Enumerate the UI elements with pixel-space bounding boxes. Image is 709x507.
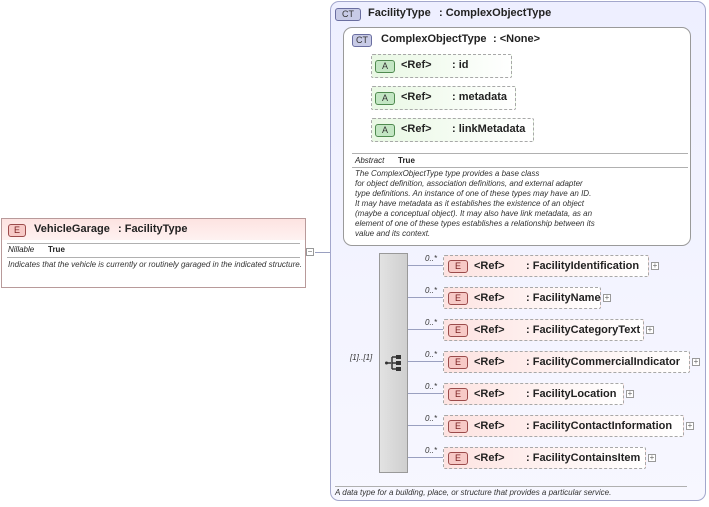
- connector-sequence-child: [408, 393, 443, 394]
- sequence-element[interactable]: E <Ref> : FacilityContainsItem: [443, 447, 646, 469]
- element-badge-icon: E: [448, 356, 468, 369]
- sequence-icon: [385, 355, 401, 371]
- doc-line: type definitions. An instance of one of …: [355, 189, 592, 198]
- abstract-label: Abstract: [355, 156, 385, 165]
- root-element-doc: Indicates that the vehicle is currently …: [8, 260, 302, 269]
- element-name: : FacilityContainsItem: [526, 452, 641, 464]
- attribute-linkmetadata[interactable]: A <Ref> : linkMetadata: [371, 118, 534, 142]
- element-badge-icon: E: [8, 224, 26, 237]
- element-badge-icon: E: [448, 388, 468, 401]
- element-name: : FacilityCategoryText: [526, 324, 641, 336]
- attribute-ref: <Ref>: [401, 59, 432, 71]
- sequence-element[interactable]: E <Ref> : FacilityLocation: [443, 383, 624, 405]
- element-ref: <Ref>: [474, 292, 505, 304]
- base-type-type: : <None>: [493, 33, 541, 45]
- root-element-name: VehicleGarage: [34, 223, 110, 235]
- nillable-value: True: [48, 245, 65, 254]
- expand-plus-icon[interactable]: +: [648, 453, 656, 462]
- connector-sequence-child: [408, 425, 443, 426]
- sequence-element[interactable]: E <Ref> : FacilityIdentification: [443, 255, 649, 277]
- element-ref: <Ref>: [474, 388, 505, 400]
- attribute-ref: <Ref>: [401, 91, 432, 103]
- sequence-element[interactable]: E <Ref> : FacilityCategoryText: [443, 319, 644, 341]
- expand-plus-icon[interactable]: +: [651, 261, 659, 270]
- element-occurrence: 0..*: [425, 318, 438, 327]
- complex-type-doc: A data type for a building, place, or st…: [335, 488, 612, 497]
- doc-line: (maybe a conceptual object). It may also…: [355, 209, 593, 218]
- expand-plus-icon[interactable]: +: [686, 421, 694, 430]
- collapse-icon[interactable]: −: [306, 247, 314, 256]
- connector-sequence-child: [408, 297, 443, 298]
- sequence-element[interactable]: E <Ref> : FacilityContactInformation: [443, 415, 684, 437]
- doc-line: element of one of these types establishe…: [355, 219, 595, 228]
- attribute-badge-icon: A: [375, 92, 395, 105]
- base-type-badge-icon: CT: [352, 34, 372, 47]
- connector-sequence-child: [408, 265, 443, 266]
- element-name: : FacilityIdentification: [526, 260, 640, 272]
- element-occurrence: 0..*: [425, 350, 438, 359]
- attribute-name: : metadata: [452, 91, 508, 103]
- element-ref: <Ref>: [474, 260, 505, 272]
- root-element-type: : FacilityType: [118, 223, 188, 235]
- root-element-box[interactable]: E VehicleGarage : FacilityType: [1, 218, 306, 260]
- element-badge-icon: E: [448, 260, 468, 273]
- complex-type-badge-icon: CT: [335, 8, 361, 21]
- element-ref: <Ref>: [474, 324, 505, 336]
- expand-plus-icon[interactable]: +: [646, 325, 654, 334]
- doc-line: value and its context.: [355, 229, 431, 238]
- connector-sequence-child: [408, 329, 443, 330]
- attribute-badge-icon: A: [375, 124, 395, 137]
- base-type-doc: The ComplexObjectType type provides a ba…: [355, 169, 691, 239]
- element-badge-icon: E: [448, 420, 468, 433]
- attribute-id[interactable]: A <Ref> : id: [371, 54, 512, 78]
- element-occurrence: 0..*: [425, 446, 438, 455]
- expand-plus-icon[interactable]: +: [692, 357, 700, 366]
- attribute-badge-icon: A: [375, 60, 395, 73]
- element-ref: <Ref>: [474, 356, 505, 368]
- connector-sequence-child: [408, 361, 443, 362]
- expand-plus-icon[interactable]: +: [603, 293, 611, 302]
- element-badge-icon: E: [448, 324, 468, 337]
- element-ref: <Ref>: [474, 420, 505, 432]
- element-badge-icon: E: [448, 292, 468, 305]
- attribute-ref: <Ref>: [401, 123, 432, 135]
- attribute-name: : id: [452, 59, 469, 71]
- element-ref: <Ref>: [474, 452, 505, 464]
- expand-plus-icon[interactable]: +: [626, 389, 634, 398]
- element-occurrence: 0..*: [425, 414, 438, 423]
- doc-line: The ComplexObjectType type provides a ba…: [355, 169, 540, 178]
- attribute-metadata[interactable]: A <Ref> : metadata: [371, 86, 516, 110]
- element-name: : FacilityContactInformation: [526, 420, 673, 432]
- root-element-details: Nillable True Indicates that the vehicle…: [1, 240, 306, 288]
- connector-root-to-type: [315, 252, 341, 253]
- complex-type-name: FacilityType: [368, 7, 431, 19]
- sequence-element[interactable]: E <Ref> : FacilityName: [443, 287, 601, 309]
- element-badge-icon: E: [448, 452, 468, 465]
- sequence-occurrence: [1]..[1]: [350, 353, 373, 362]
- element-occurrence: 0..*: [425, 286, 438, 295]
- nillable-label: Nillable: [8, 245, 35, 254]
- complex-type-base: : ComplexObjectType: [439, 7, 552, 19]
- sequence-element[interactable]: E <Ref> : FacilityCommercialIndicator: [443, 351, 690, 373]
- connector-sequence-child: [408, 457, 443, 458]
- abstract-value: True: [398, 156, 415, 165]
- doc-line: It may have metadata as it establishes t…: [355, 199, 585, 208]
- sequence-compositor[interactable]: [379, 253, 408, 473]
- attribute-name: : linkMetadata: [452, 123, 526, 135]
- element-occurrence: 0..*: [425, 254, 438, 263]
- element-name: : FacilityLocation: [526, 388, 617, 400]
- element-name: : FacilityName: [526, 292, 601, 304]
- base-type-name: ComplexObjectType: [381, 33, 487, 45]
- element-name: : FacilityCommercialIndicator: [526, 356, 681, 368]
- element-occurrence: 0..*: [425, 382, 438, 391]
- doc-line: for object definition, association defin…: [355, 179, 583, 188]
